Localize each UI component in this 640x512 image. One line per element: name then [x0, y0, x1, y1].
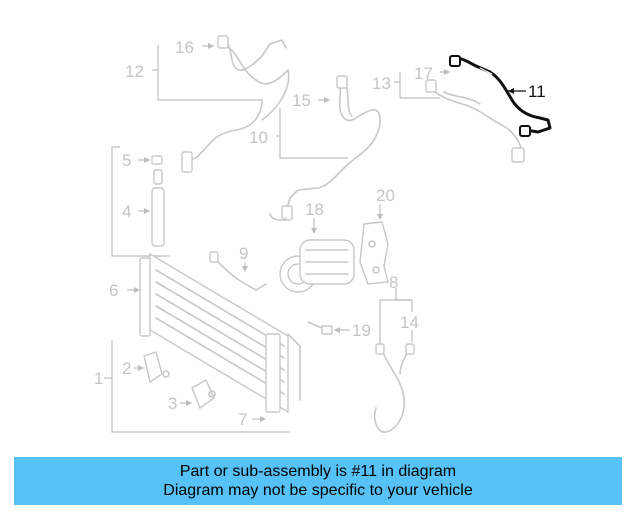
part-1-bracket [104, 340, 290, 433]
part-8-hose [373, 288, 415, 433]
callout-5: 5 [122, 151, 131, 170]
callout-16: 16 [175, 38, 194, 57]
part-9-hose [209, 251, 267, 291]
banner-line-1: Part or sub-assembly is #11 in diagram [179, 463, 457, 480]
part-12-pipe [152, 35, 290, 173]
part-17-seal [440, 69, 450, 75]
callout-10: 10 [249, 128, 268, 147]
callout-14: 14 [400, 313, 419, 332]
callout-8: 8 [389, 273, 398, 292]
callout-15: 15 [292, 91, 311, 110]
part-18-compressor [279, 218, 355, 293]
callout-20: 20 [376, 186, 395, 205]
callout-11: 11 [528, 82, 546, 101]
callout-6: 6 [109, 281, 118, 300]
part-6-condenser [127, 252, 301, 414]
parts-diagram: 12 16 10 15 13 17 11 [94, 35, 552, 433]
part-10-pipe [269, 75, 381, 221]
callout-2: 2 [122, 359, 131, 378]
callout-12: 12 [125, 62, 144, 81]
part-15-seal [318, 97, 330, 103]
callout-18: 18 [305, 200, 324, 219]
banner-line-2: Diagram may not be specific to your vehi… [163, 482, 473, 499]
callout-9: 9 [239, 244, 248, 263]
info-banner: Part or sub-assembly is #11 in diagram D… [14, 457, 622, 505]
callout-4: 4 [122, 202, 131, 221]
part-11-hose [449, 55, 552, 137]
callout-19: 19 [352, 321, 371, 340]
callout-13: 13 [372, 74, 391, 93]
part-19-bolt [307, 321, 350, 335]
callout-17: 17 [414, 64, 433, 83]
part-13-hose [394, 72, 525, 163]
part-16-seal [202, 43, 214, 49]
callout-7: 7 [238, 410, 247, 429]
part-4-5-bracket [111, 146, 170, 257]
callout-1: 1 [94, 369, 103, 388]
part-20-bracket [359, 204, 389, 285]
callout-3: 3 [168, 394, 177, 413]
